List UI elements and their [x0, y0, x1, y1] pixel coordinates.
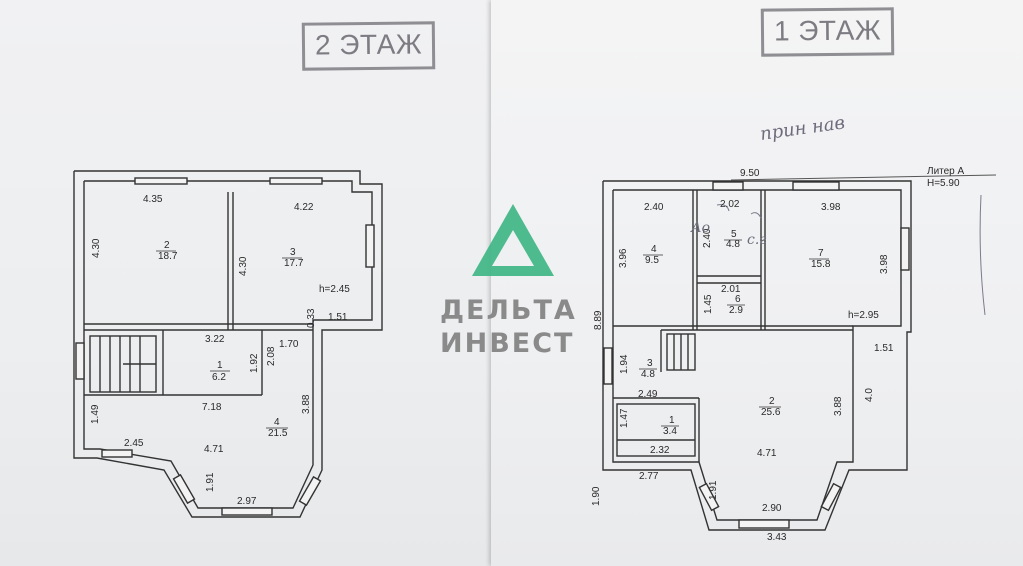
room-2-area: 18.7: [158, 251, 178, 262]
floor-1-plan: Литер А H=5.90 4 9.5 5 4.8 6 2.9 7 15.8 …: [591, 112, 997, 543]
watermark-line-2: ИНВЕСТ: [440, 328, 575, 359]
room-4-num: 4: [274, 417, 280, 428]
dim-4-71: 4.71: [757, 448, 777, 459]
room-6-num: 6: [735, 294, 741, 305]
dim-1-51: 1.51: [874, 343, 894, 354]
room-2-area: 25.6: [761, 407, 781, 418]
dim-1-90: 1.90: [591, 486, 602, 506]
room-1-num: 1: [669, 415, 675, 426]
room-1-area: 6.2: [212, 372, 226, 383]
room-1-num: 1: [217, 360, 223, 371]
dim-3-98-b: 3.98: [879, 254, 890, 274]
dim-4-30-b: 4.30: [238, 256, 249, 276]
dim-3-22: 3.22: [205, 334, 225, 345]
liter-height: H=5.90: [927, 178, 960, 189]
watermark-line-1: ДЕЛЬТА: [440, 295, 577, 326]
handwriting-sg: с.г: [747, 232, 766, 248]
handwriting-ao: Ао: [690, 220, 710, 236]
dim-2-32: 2.32: [650, 445, 670, 456]
floor-1-sheet: 1 ЭТАЖ: [491, 0, 1023, 566]
room-1-area: 3.4: [663, 426, 677, 437]
dim-7-18: 7.18: [202, 402, 222, 413]
room-4-area: 21.5: [268, 428, 288, 439]
dim-1-51: 1.51: [328, 312, 348, 323]
floor-2-plan: 2 18.7 3 17.7 1 6.2 4 21.5 h=2.45 4.35 4…: [73, 170, 383, 518]
room-5-area: 4.8: [726, 239, 740, 250]
dim-4-30-a: 4.30: [91, 238, 102, 258]
room-2-num: 2: [164, 240, 170, 251]
dim-4-35: 4.35: [143, 194, 163, 205]
dim-1-49: 1.49: [90, 404, 101, 424]
room-3-num: 3: [647, 358, 653, 369]
room-4-num: 4: [651, 244, 657, 255]
floor-2-sheet: 2 ЭТАЖ: [0, 0, 493, 566]
room-5-num: 5: [731, 229, 737, 240]
liter-label: Литер А: [927, 166, 965, 177]
dim-0-33: 0.33: [306, 308, 317, 328]
dim-9-50: 9.50: [740, 168, 760, 179]
dim-2-08: 2.08: [266, 346, 277, 366]
dim-2-49: 2.49: [638, 389, 658, 400]
dim-1-47: 1.47: [619, 408, 630, 428]
delta-logo-icon: [471, 204, 554, 276]
dim-2-40-b: 2.40: [702, 228, 713, 248]
dim-3-98-a: 3.98: [821, 202, 841, 213]
dim-3-88: 3.88: [301, 394, 312, 414]
dim-2-45: 2.45: [124, 438, 144, 449]
dim-3-43: 3.43: [767, 532, 787, 543]
dim-2-01: 2.01: [721, 284, 741, 295]
delta-invest-watermark: ДЕЛЬТА ИНВЕСТ: [440, 200, 585, 360]
dim-1-70: 1.70: [279, 339, 299, 350]
dim-4-0: 4.0: [864, 388, 875, 402]
dim-2-97: 2.97: [237, 496, 257, 507]
height-note: h=2.45: [319, 284, 350, 295]
dim-2-77: 2.77: [639, 471, 659, 482]
dim-1-92: 1.92: [249, 353, 260, 373]
dim-3-88: 3.88: [833, 396, 844, 416]
dim-4-22: 4.22: [294, 202, 314, 213]
dim-2-90: 2.90: [762, 503, 782, 514]
dim-1-91: 1.91: [205, 472, 216, 492]
room-2-num: 2: [769, 396, 775, 407]
room-3-area: 17.7: [284, 258, 304, 269]
room-3-num: 3: [290, 247, 296, 258]
height-note: h=2.95: [848, 310, 879, 321]
room-7-area: 15.8: [811, 259, 831, 270]
dim-2-40-a: 2.40: [644, 202, 664, 213]
room-3-area: 4.8: [641, 369, 655, 380]
room-6-area: 2.9: [729, 305, 743, 316]
dim-8-89: 8.89: [593, 310, 604, 330]
dim-1-91: 1.91: [708, 480, 719, 500]
dim-3-96: 3.96: [618, 248, 629, 268]
dim-1-45: 1.45: [703, 294, 714, 314]
dim-4-71: 4.71: [204, 444, 224, 455]
handwriting-note: прин нав: [759, 112, 846, 145]
room-4-area: 9.5: [645, 255, 659, 266]
dim-1-94: 1.94: [619, 354, 630, 374]
dim-2-02: 2.02: [720, 199, 740, 210]
room-7-num: 7: [818, 248, 824, 259]
